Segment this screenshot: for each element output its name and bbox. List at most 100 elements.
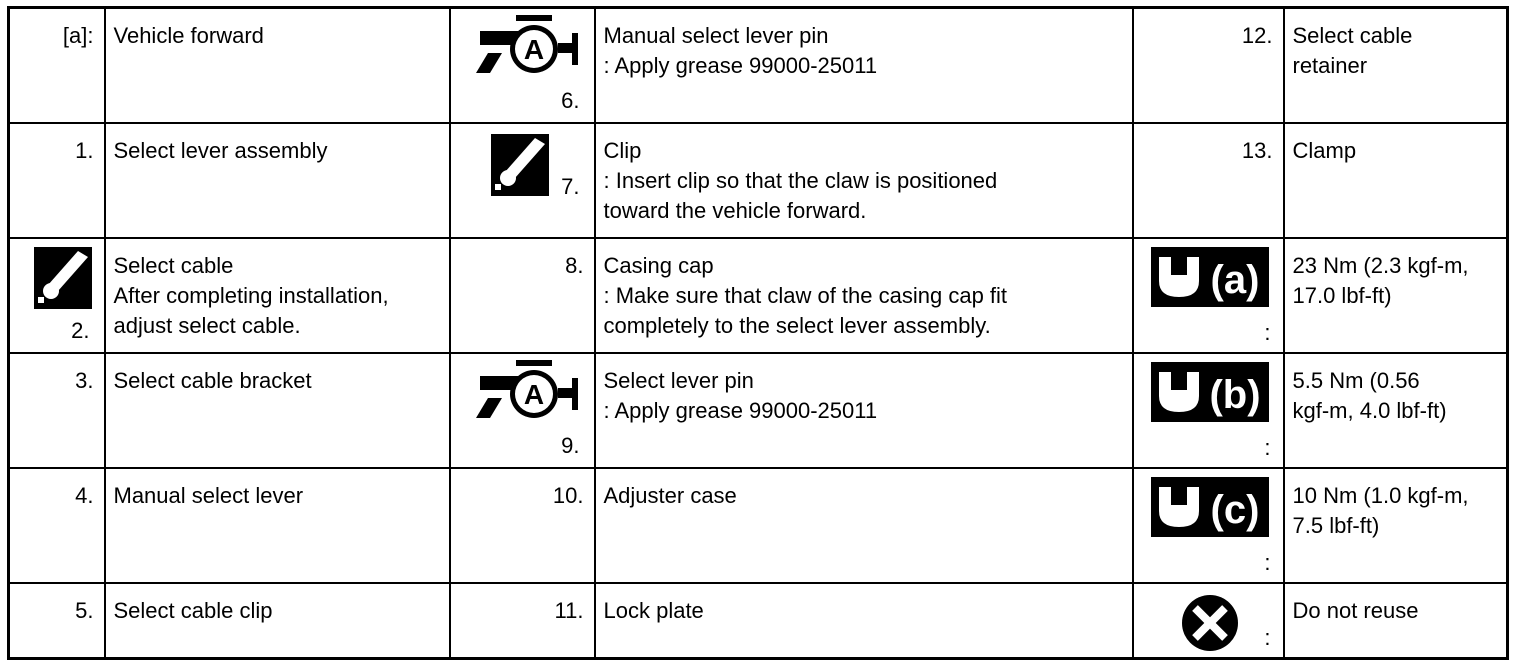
legend-key: 1. [75,137,94,163]
legend-desc-line: Casing cap [603,252,714,278]
legend-desc-line: After completing installation, [113,282,389,308]
legend-desc-line: : Apply grease 99000-25011 [603,397,878,423]
legend-key: 9. [561,432,580,458]
legend-key: 7. [561,173,580,199]
legend-desc-line: Adjuster case [603,482,737,508]
legend-key: 6. [561,87,580,113]
legend-desc-line: Select cable [113,252,234,278]
legend-desc-line: Select cable [1292,23,1413,48]
legend-desc-line: 17.0 lbf-ft) [1292,282,1392,308]
legend-desc-cell: 5.5 Nm (0.56 kgf-m, 4.0 lbf-ft) [1282,351,1509,469]
legend-desc-cell: Adjuster case [593,466,1134,584]
legend-desc-line: Clamp [1292,137,1357,163]
legend-key-cell: 11. [448,581,596,660]
legend-desc-line: Select lever assembly [113,137,328,163]
legend-desc-line: Select lever pin [603,367,754,393]
legend-key-cell: 13. [1131,121,1285,239]
legend-desc-line: Lock plate [603,597,704,623]
grease-a-icon: A [475,359,578,418]
legend-desc-cell: Casing cap : Make sure that claw of the … [593,236,1134,354]
legend-key: : [1264,549,1271,575]
legend-desc-cell: Select lever assembly [103,121,451,239]
legend-row: [a]: Vehicle forward A 6. Manual select … [7,6,1509,124]
torque-letter: (a) [1210,258,1259,302]
legend-key-cell: 1. [7,121,106,239]
do-not-reuse-icon [1181,594,1238,651]
legend-desc-cell: Clamp [1282,121,1509,239]
legend-key: [a]: [62,23,94,48]
legend-desc-line: kgf-m, 4.0 lbf-ft) [1292,397,1447,423]
legend-desc-cell: Select cable bracket [103,351,451,469]
legend-desc-line: Manual select lever pin [603,23,829,48]
legend-desc-line: Select cable bracket [113,367,312,393]
legend-key-cell: 12. [1131,6,1285,124]
legend-key-cell: A 9. [448,351,596,469]
sealant-brush-icon [490,133,549,196]
legend-desc-line: : Insert clip so that the claw is positi… [603,167,998,193]
legend-desc-line: Clip [603,137,642,163]
legend-desc-cell: 10 Nm (1.0 kgf-m, 7.5 lbf-ft) [1282,466,1509,584]
legend-row: 3. Select cable bracket A 9. Select leve… [7,351,1509,469]
legend-desc-line: Select cable clip [113,597,273,623]
legend-row: 4. Manual select lever 10. Adjuster case… [7,466,1509,584]
legend-key-cell: [a]: [7,6,106,124]
legend-key: 2. [71,317,90,343]
legend-desc-cell: 23 Nm (2.3 kgf-m, 17.0 lbf-ft) [1282,236,1509,354]
parts-legend-table: [a]: Vehicle forward A 6. Manual select … [7,6,1509,660]
legend-desc-line: retainer [1292,53,1368,78]
legend-key-cell: 8. [448,236,596,354]
legend-desc-line: adjust select cable. [113,312,301,338]
torque-wrench-icon: (a) [1150,246,1269,307]
legend-desc-line: 10 Nm (1.0 kgf-m, [1292,482,1469,508]
legend-key-cell: 3. [7,351,106,469]
legend-desc-line: Manual select lever [113,482,304,508]
legend-key-cell: 4. [7,466,106,584]
torque-letter: (c) [1210,488,1259,532]
legend-desc-cell: Select lever pin : Apply grease 99000-25… [593,351,1134,469]
legend-key-cell: 2. [7,236,106,354]
legend-key-cell: 10. [448,466,596,584]
legend-desc-line: Vehicle forward [113,23,264,48]
legend-key: 4. [75,482,94,508]
torque-wrench-icon: (b) [1150,361,1269,422]
legend-key: 3. [75,367,94,393]
legend-row: 2. Select cable After completing install… [7,236,1509,354]
legend-key-cell: 7. [448,121,596,239]
legend-key: 5. [75,597,94,623]
legend-key-cell: 5. [7,581,106,660]
legend-desc-line: : Apply grease 99000-25011 [603,53,878,78]
legend-key: 12. [1241,23,1273,48]
legend-desc-cell: Vehicle forward [103,6,451,124]
torque-wrench-icon: (c) [1150,476,1269,537]
legend-desc-line: Do not reuse [1292,597,1419,623]
legend-desc-line: 23 Nm (2.3 kgf-m, [1292,252,1469,278]
legend-desc-line: 5.5 Nm (0.56 [1292,367,1420,393]
legend-key: 8. [565,252,584,278]
legend-key-cell: (c) : [1131,466,1285,584]
grease-a-icon: A [475,15,578,73]
legend-desc-cell: Select cable retainer [1282,6,1509,124]
legend-desc-cell: Select cable After completing installati… [103,236,451,354]
legend-key: : [1264,625,1271,650]
legend-key: : [1264,434,1271,460]
legend-desc-cell: Manual select lever [103,466,451,584]
legend-desc-line: 7.5 lbf-ft) [1292,512,1380,538]
legend-desc-cell: Select cable clip [103,581,451,660]
legend-key-cell: (b) : [1131,351,1285,469]
legend-key-cell: (a) : [1131,236,1285,354]
legend-desc-line: toward the vehicle forward. [603,197,867,223]
sealant-brush-icon [34,246,92,309]
legend-row: 5. Select cable clip 11. Lock plate : Do… [7,581,1509,660]
legend-desc-cell: Clip : Insert clip so that the claw is p… [593,121,1134,239]
legend-key: : [1264,319,1271,345]
legend-key-cell: : [1131,581,1285,660]
legend-key-cell: A 6. [448,6,596,124]
legend-desc-line: completely to the select lever assembly. [603,312,991,338]
legend-key: 13. [1241,137,1273,163]
legend-desc-cell: Do not reuse [1282,581,1509,660]
torque-letter: (b) [1209,373,1260,417]
legend-row: 1. Select lever assembly 7. Clip : Inser… [7,121,1509,239]
legend-desc-cell: Manual select lever pin : Apply grease 9… [593,6,1134,124]
legend-key: 10. [552,482,584,508]
legend-desc-cell: Lock plate [593,581,1134,660]
